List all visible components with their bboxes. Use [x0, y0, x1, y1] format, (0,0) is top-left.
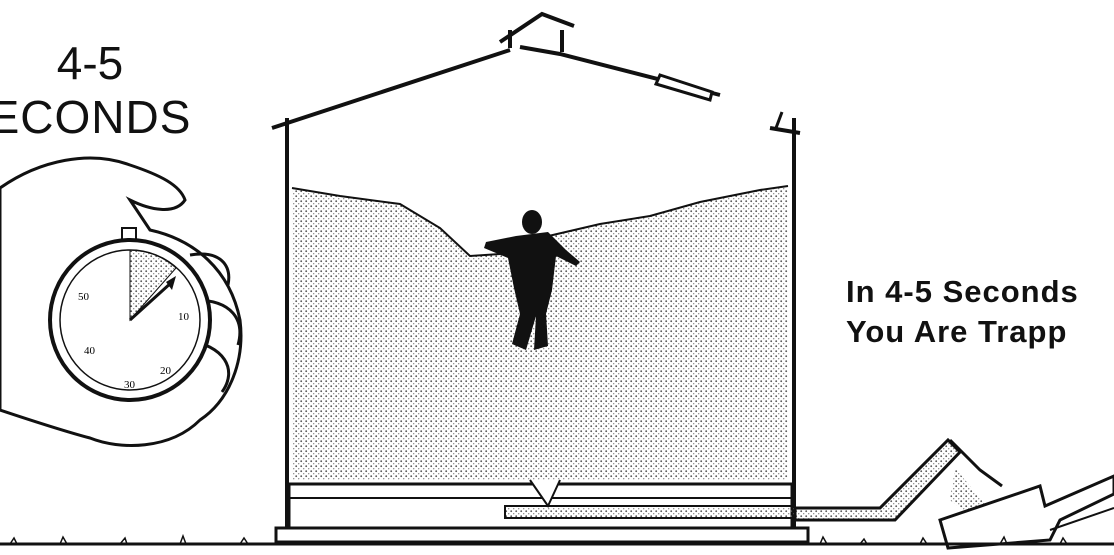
heading-number: 4-5 [0, 40, 220, 86]
caption-line-2: You Are Trapp [846, 314, 1067, 350]
dial-number: 20 [160, 365, 172, 377]
stopwatch-hand-illustration: 50 10 40 30 20 [0, 158, 241, 445]
heading-seconds: ECONDS [0, 94, 220, 140]
dial-number: 30 [124, 379, 136, 391]
dial-number: 10 [178, 311, 190, 323]
dial-number: 40 [84, 345, 96, 357]
bin-roof [272, 47, 800, 133]
roof-vent-cap [500, 14, 574, 52]
caption-line-1: In 4-5 Seconds [846, 274, 1079, 310]
roof-hatch [656, 75, 712, 100]
dial-number: 50 [78, 291, 90, 303]
auger-conveyor-illustration [795, 440, 1114, 548]
